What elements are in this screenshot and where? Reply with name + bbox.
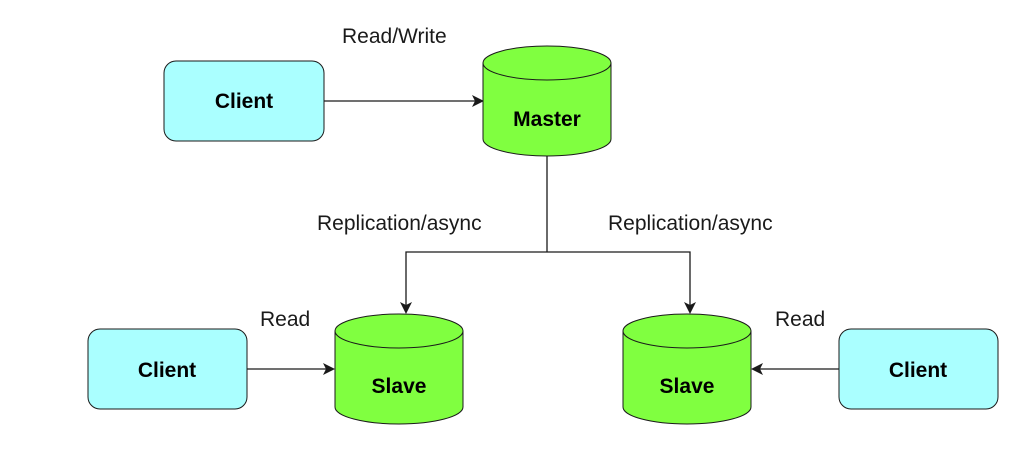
arrowhead-icon	[751, 363, 763, 375]
arrowhead-icon	[472, 95, 484, 107]
edge-client-right-to-slave	[751, 363, 839, 375]
master-database-node[interactable]: Master	[482, 45, 612, 157]
edge-client-left-to-slave	[247, 363, 335, 375]
client-label: Client	[215, 90, 273, 113]
edge-label-replication-right: Replication/async	[608, 212, 773, 235]
client-node-right[interactable]: Client	[838, 328, 999, 410]
edge-label-read-write: Read/Write	[342, 25, 447, 48]
slave-label: Slave	[372, 375, 427, 398]
edge-master-to-slaves	[400, 156, 696, 314]
edge-label-read-left: Read	[260, 308, 310, 331]
client-node-left[interactable]: Client	[87, 328, 248, 410]
master-label: Master	[513, 108, 581, 131]
edge-label-read-right: Read	[775, 308, 825, 331]
database-icon	[334, 313, 464, 349]
database-icon	[622, 313, 752, 349]
slave-database-node-right[interactable]: Slave	[622, 313, 752, 425]
arrowhead-icon	[684, 302, 696, 314]
client-label: Client	[889, 359, 947, 382]
arrowhead-icon	[400, 302, 412, 314]
edge-client-to-master	[324, 95, 484, 107]
client-label: Client	[138, 359, 196, 382]
edge-label-replication-left: Replication/async	[317, 212, 482, 235]
database-icon	[482, 45, 612, 81]
client-node-top[interactable]: Client	[163, 60, 325, 142]
slave-database-node-left[interactable]: Slave	[334, 313, 464, 425]
slave-label: Slave	[660, 375, 715, 398]
arrowhead-icon	[323, 363, 335, 375]
